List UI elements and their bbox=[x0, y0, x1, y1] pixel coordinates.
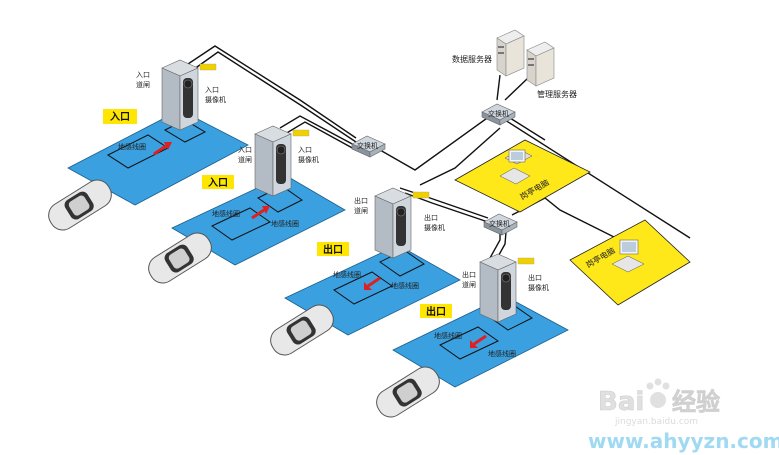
lane-4-camera-label: 出口摄像机 bbox=[528, 273, 549, 292]
lane-2: 地感线圈 地感线圈 bbox=[171, 125, 346, 266]
lane-2-camera-label: 入口摄像机 bbox=[298, 146, 319, 164]
lane-2-loop-a-label: 地感线圈 bbox=[212, 209, 240, 218]
data-server-label: 数据服务器 bbox=[452, 54, 492, 64]
lane-2-barrier-label: 入口道闸 bbox=[238, 146, 252, 164]
lane-2-camera bbox=[292, 129, 310, 137]
watermark-brand-tail: 经验 bbox=[672, 388, 720, 416]
lane-4-barrier-label: 出口道闸 bbox=[462, 270, 476, 289]
lane-2-badge bbox=[202, 175, 234, 189]
lane-3-loop-a-label: 地感线圈 bbox=[333, 270, 361, 279]
lane-4-loop-a bbox=[439, 326, 499, 360]
lane-4-loop-b-label: 地感线圈 bbox=[488, 349, 516, 358]
lane-3-loop-a bbox=[333, 271, 393, 305]
lane-1: 地感线圈 bbox=[67, 59, 249, 206]
lane-3-loop-b-label: 地感线圈 bbox=[391, 281, 419, 290]
lane-4-camera bbox=[517, 257, 535, 265]
watermark-sub: jingyan.baidu.com bbox=[614, 417, 698, 427]
watermark: Bai 经验 jingyan.baidu.com bbox=[598, 378, 720, 427]
lane-4-badge bbox=[420, 304, 452, 318]
lane-4-direction-arrow bbox=[473, 334, 487, 346]
lane-2-badge-label: 入口 bbox=[208, 177, 228, 189]
lane-3-camera-label: 出口摄像机 bbox=[424, 213, 445, 232]
watermark-brand: Bai bbox=[598, 387, 644, 417]
lane-3-camera bbox=[412, 191, 430, 199]
car-2 bbox=[148, 232, 212, 284]
lane-1-camera-label: 入口摄像机 bbox=[205, 86, 226, 104]
management-server-label: 管理服务器 bbox=[537, 89, 577, 99]
management-server bbox=[526, 41, 555, 87]
car-3 bbox=[270, 304, 334, 356]
lane-2-pad bbox=[171, 174, 346, 266]
main-switch bbox=[481, 103, 516, 126]
paw-icon bbox=[646, 378, 670, 408]
lane-1-barrier-label: 入口道闸 bbox=[136, 71, 150, 89]
lane-1-badge bbox=[103, 109, 137, 124]
booth-station-1: 岗亭电脑 bbox=[454, 139, 591, 213]
lane-3-direction-arrow bbox=[367, 276, 381, 288]
upper-switch-label: 交换机 bbox=[357, 141, 378, 150]
lane-1-badge-label: 入口 bbox=[110, 111, 130, 123]
lane-3-badge-label: 出口 bbox=[323, 243, 343, 256]
lane-2-loop-a bbox=[211, 207, 271, 241]
car-4 bbox=[376, 366, 440, 418]
lower-switch bbox=[483, 213, 518, 236]
lane-1-camera bbox=[199, 63, 217, 71]
upper-switch bbox=[351, 135, 386, 158]
lane-2-direction-arrow bbox=[251, 208, 265, 220]
watermark-site: www.ahyyzn.com bbox=[588, 429, 779, 453]
lane-1-direction-arrow bbox=[153, 144, 167, 156]
lane-3-badge bbox=[317, 242, 349, 256]
lane-4: 地感线圈 地感线圈 bbox=[392, 253, 569, 388]
lane-4-badge-label: 出口 bbox=[426, 305, 446, 318]
lane-3-barrier-label: 出口道闸 bbox=[354, 196, 368, 215]
lane-1-pad bbox=[67, 109, 249, 206]
lane-4-loop-a-label: 地感线圈 bbox=[434, 331, 462, 340]
lane-2-loop-b-label: 地感线圈 bbox=[271, 219, 299, 228]
main-switch-label: 交换机 bbox=[488, 109, 509, 118]
lower-switch-label: 交换机 bbox=[489, 219, 510, 228]
car-1 bbox=[48, 179, 112, 231]
booth-station-2: 岗亭电脑 bbox=[569, 219, 691, 306]
data-server bbox=[496, 29, 525, 77]
lane-1-loop-label: 地感线圈 bbox=[118, 142, 146, 151]
